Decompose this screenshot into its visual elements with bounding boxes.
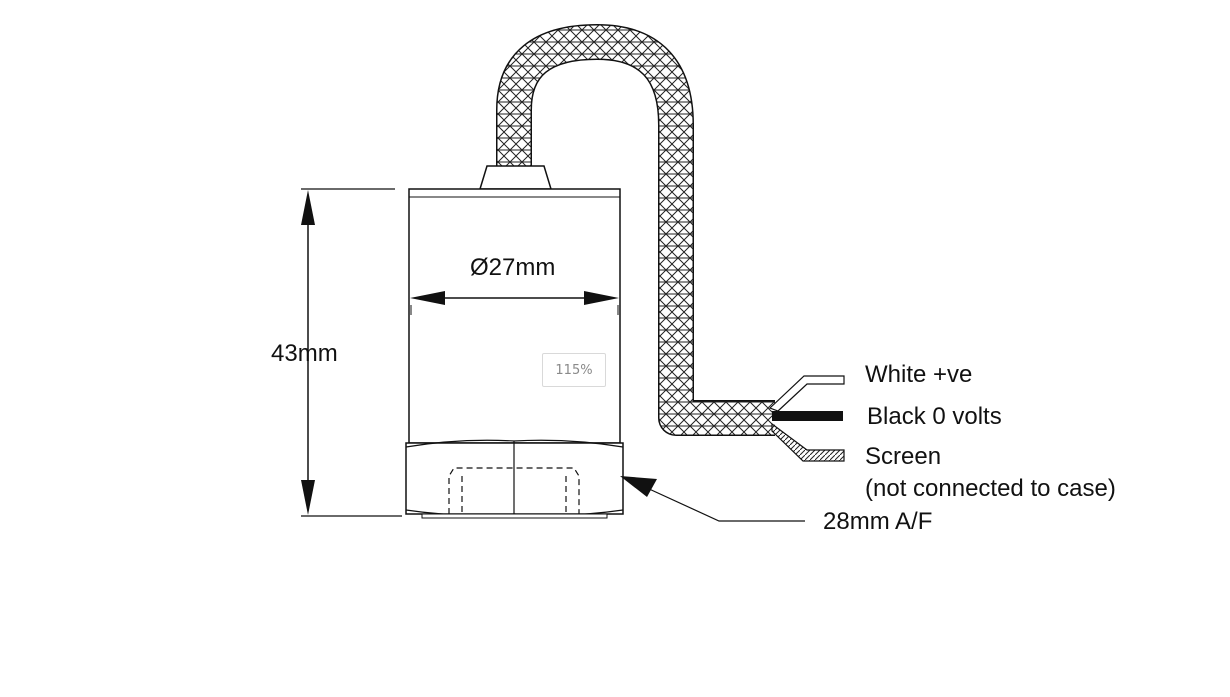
black-wire-label: Black 0 volts xyxy=(867,403,1002,430)
diameter-dimension-line xyxy=(410,291,619,305)
screen-note-label: (not connected to case) xyxy=(865,475,1116,502)
hex-nut xyxy=(405,439,624,519)
braided-cable xyxy=(496,24,775,436)
zoom-level-badge[interactable]: 115% xyxy=(542,353,606,387)
screen-wire-label: Screen xyxy=(865,443,942,470)
height-dimension-line xyxy=(301,188,402,517)
diameter-label: Ø27mm xyxy=(470,254,556,281)
hex-leader-line xyxy=(620,476,805,522)
sensor-body xyxy=(408,188,621,444)
zoom-level-value: 115% xyxy=(555,362,593,378)
hex-size-label: 28mm A/F xyxy=(823,508,933,535)
screen-wire xyxy=(771,422,845,462)
cable-gland xyxy=(478,165,553,190)
white-wire xyxy=(768,375,845,412)
black-wire xyxy=(772,411,843,421)
wire-leads xyxy=(768,375,845,462)
white-wire-label: White +ve xyxy=(865,361,973,388)
height-label: 43mm xyxy=(271,340,338,367)
